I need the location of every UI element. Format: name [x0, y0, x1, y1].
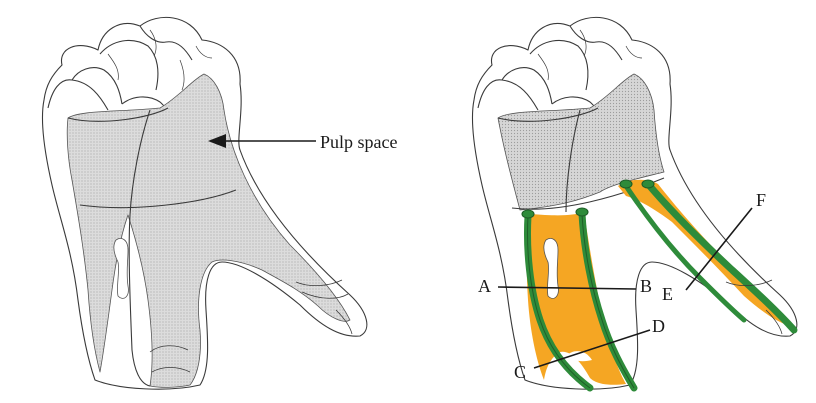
- label-d: D: [652, 316, 665, 336]
- right-orifice-3: [642, 180, 654, 188]
- right-orifice-2: [576, 208, 588, 216]
- right-orifice-4: [620, 180, 632, 188]
- label-a: A: [478, 276, 491, 296]
- pulp-space-label: Pulp space: [320, 132, 397, 152]
- label-b: B: [640, 276, 652, 296]
- right-orifice-1: [522, 210, 534, 218]
- right-tooth: [472, 17, 796, 389]
- left-tooth: [42, 17, 366, 389]
- label-f: F: [756, 190, 766, 210]
- label-e: E: [662, 284, 673, 304]
- label-c: C: [514, 362, 526, 382]
